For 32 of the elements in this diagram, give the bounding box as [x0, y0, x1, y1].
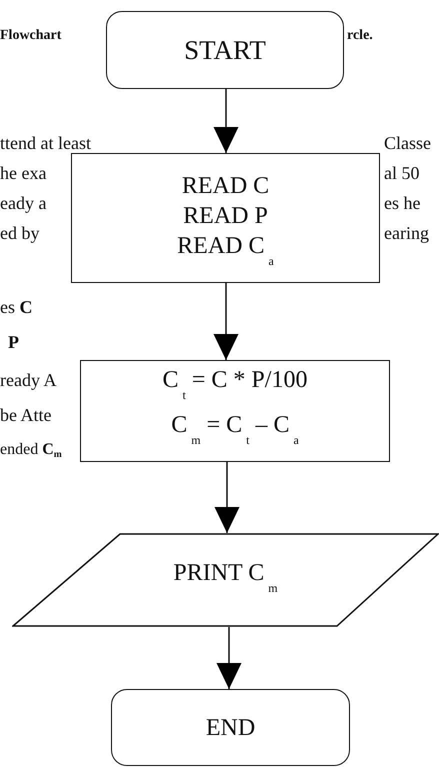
- arrow: [216, 627, 242, 689]
- arrow: [214, 462, 240, 533]
- arrow: [214, 89, 238, 153]
- text-fragment: he exa: [0, 163, 46, 183]
- text-fragment: ended C$_{m}$: [0, 440, 62, 462]
- text-fragment: al 50: [384, 163, 420, 183]
- text-fragment: Classe: [384, 133, 431, 153]
- node-text: C$_{m}$ = C$_{t}$ – C$_{a}$: [171, 411, 299, 449]
- node-text: READ P: [183, 202, 268, 230]
- output-parallelogram: [12, 533, 439, 627]
- input-box: [71, 153, 380, 283]
- text-fragment: rcle.: [347, 27, 373, 45]
- node-text: READ C: [182, 172, 270, 200]
- process-box: [80, 360, 390, 462]
- node-text: READ C$_{a}$: [177, 232, 274, 270]
- start-terminator: [106, 11, 344, 89]
- text-fragment: ready A: [0, 370, 56, 390]
- text-fragment: ed by: [0, 223, 40, 243]
- text-fragment: ttend at least: [0, 133, 91, 153]
- node-text: START: [184, 36, 266, 64]
- arrow: [214, 283, 238, 360]
- text-fragment: eady a: [0, 193, 46, 213]
- end-terminator: [111, 689, 350, 766]
- text-fragment: P: [8, 332, 19, 352]
- node-text: C$_{t}$ = C * P/100: [162, 366, 308, 404]
- text-fragment: earing: [384, 223, 429, 243]
- node-text: PRINT C$_{m}$: [173, 558, 278, 596]
- text-fragment: es he: [384, 193, 420, 213]
- text-fragment: Flowchart: [0, 27, 62, 45]
- node-text: END: [206, 714, 256, 742]
- text-fragment: be Atte: [0, 405, 52, 425]
- text-fragment: es C: [0, 297, 32, 317]
